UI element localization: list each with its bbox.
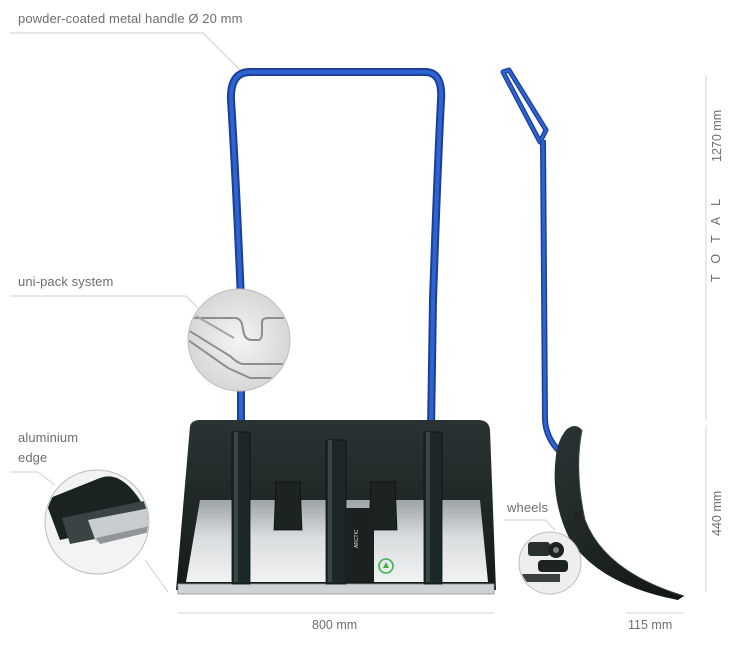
unipack-leader-line: [10, 295, 206, 316]
handle-leader-line: [10, 32, 241, 71]
handle-callout-label: powder-coated metal handle Ø 20 mm: [18, 11, 243, 26]
side-handle-grip: [500, 67, 549, 145]
dimension-lines: [178, 75, 707, 614]
total-word-label: TOTAL: [709, 187, 723, 282]
side-blade-profile: [554, 426, 684, 600]
aluminium-label-line1: aluminium: [18, 430, 79, 445]
wheels-leader-line: [505, 519, 556, 531]
aluminium-detail-circle: [44, 469, 150, 575]
wheels-detail-circle: [518, 531, 582, 595]
recycle-logo-icon: [378, 558, 394, 574]
width-dimension-label: 800 mm: [312, 618, 358, 632]
depth-dimension-label: 115 mm: [628, 618, 673, 632]
aluminium-leader-line: [10, 471, 56, 486]
aluminium-to-edge-line: [144, 559, 169, 593]
aluminium-callout-label: aluminium edge: [18, 428, 78, 468]
wheels-callout-label: wheels: [507, 500, 549, 515]
blade-height-dimension-label: 440 mm: [710, 490, 724, 536]
blade-brand-text: ARCTIC: [354, 529, 360, 548]
total-height-dimension-label: 1270 mm: [710, 109, 724, 162]
front-view-shovel: ARCTIC: [176, 68, 496, 595]
unipack-detail-circle: [187, 288, 291, 392]
side-view-shovel: [500, 67, 685, 600]
aluminium-label-line2: edge: [18, 450, 48, 465]
unipack-callout-label: uni-pack system: [18, 274, 114, 289]
